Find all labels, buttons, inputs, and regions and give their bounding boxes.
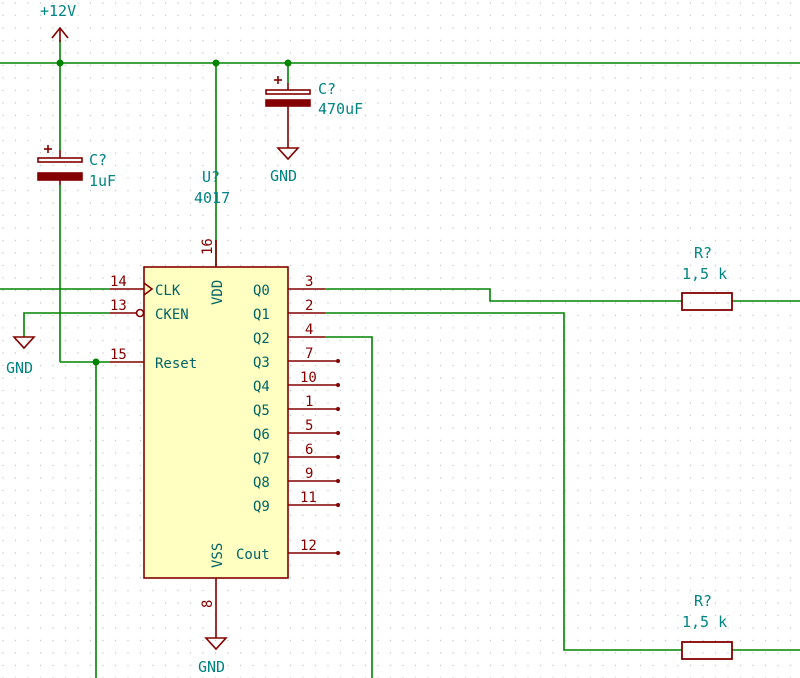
pin-number-clk: 14: [110, 274, 127, 290]
pin-label-cout: Cout: [236, 547, 270, 563]
pin-label-q6: Q6: [253, 427, 270, 443]
ic-body: [143, 266, 289, 579]
power-symbol[interactable]: [51, 26, 69, 42]
gnd-label: GND: [198, 658, 225, 676]
junctions: [56, 59, 292, 366]
ground-icon: [204, 637, 228, 651]
wires: [0, 40, 800, 678]
pin-label-cken: CKEN: [155, 307, 189, 323]
pin-number-cken: 13: [110, 298, 127, 314]
cken-wire: [23, 312, 110, 337]
arrow-up-icon: [51, 26, 69, 39]
pin-number-q3: 7: [305, 346, 313, 362]
pin-number-q0: 3: [305, 274, 313, 290]
pin-number-q7: 6: [305, 442, 313, 458]
pin-number-q8: 9: [305, 466, 313, 482]
junction-dot: [212, 59, 220, 67]
clock-edge-icon: [143, 282, 154, 296]
pin-label-q1: Q1: [253, 307, 270, 323]
pin-number-q6: 5: [305, 418, 313, 434]
pin-number-q4: 10: [300, 370, 317, 386]
cap1-value: 1uF: [89, 172, 116, 190]
ground-symbol: [12, 336, 36, 350]
ground-icon: [12, 336, 36, 350]
pin-number-q2: 4: [305, 322, 313, 338]
pin-number-reset: 15: [110, 347, 127, 363]
ic-4017[interactable]: 16 VDD 8 VSS 14 CLK 13 CKEN 15 Reset: [110, 238, 340, 638]
pin-label-q9: Q9: [253, 499, 270, 515]
pin-number-q9: 11: [300, 490, 317, 506]
junction-dot: [92, 358, 100, 366]
pin-number-q5: 1: [305, 394, 313, 410]
power-label: +12V: [40, 2, 76, 20]
capacitor-1uf[interactable]: [37, 145, 83, 185]
capacitor-470uf[interactable]: [265, 76, 311, 148]
resistor1-ref: R?: [694, 244, 712, 262]
pin-label-q3: Q3: [253, 355, 270, 371]
vss-pin-number: 8: [200, 600, 216, 608]
pin-label-reset: Reset: [155, 356, 197, 372]
inverter-bubble-icon: [135, 308, 145, 318]
pin-label-q8: Q8: [253, 475, 270, 491]
vdd-label: VDD: [210, 280, 226, 305]
resistor1-value: 1,5 k: [682, 265, 727, 283]
unconnected-pin-markers: [336, 359, 340, 555]
ground-icon: [276, 147, 300, 161]
pin-label-clk: CLK: [155, 283, 181, 299]
gnd-label: GND: [6, 359, 33, 377]
pin-number-cout: 12: [300, 538, 317, 554]
pin-label-q0: Q0: [253, 283, 270, 299]
pin-label-q7: Q7: [253, 451, 270, 467]
resistor-2[interactable]: [681, 641, 733, 660]
pin-number-q1: 2: [305, 298, 313, 314]
pin-label-q2: Q2: [253, 331, 270, 347]
resistor2-value: 1,5 k: [682, 613, 727, 631]
ic-value: 4017: [194, 189, 230, 207]
resistor-1[interactable]: [681, 292, 733, 311]
vss-label: VSS: [210, 543, 226, 568]
ground-symbol: [276, 147, 300, 161]
q1-wire: [325, 312, 682, 651]
q2-wire: [325, 336, 373, 678]
cap470-ref: C?: [318, 80, 336, 98]
pin-label-q4: Q4: [253, 379, 270, 395]
gnd-label: GND: [270, 167, 297, 185]
q0-wire: [325, 288, 682, 302]
cap1-ref: C?: [89, 151, 107, 169]
cap470-value: 470uF: [318, 100, 363, 118]
ground-symbol: [204, 637, 228, 651]
junction-dot: [56, 59, 64, 67]
resistor2-ref: R?: [694, 592, 712, 610]
vdd-pin-number: 16: [200, 238, 216, 255]
junction-dot: [284, 59, 292, 67]
pin-label-q5: Q5: [253, 403, 270, 419]
ic-ref: U?: [202, 168, 220, 186]
